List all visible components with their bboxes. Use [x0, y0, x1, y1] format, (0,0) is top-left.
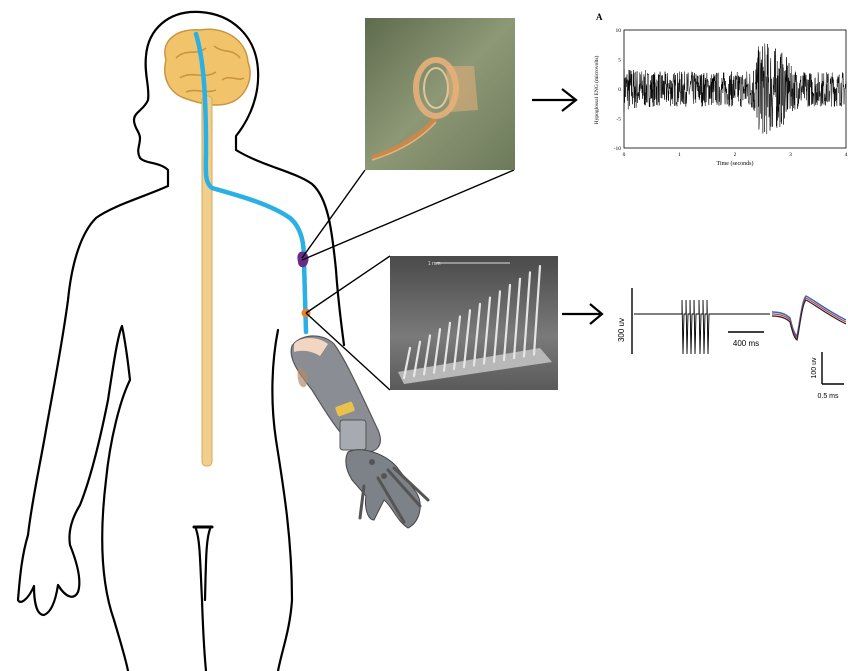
spike-train-horizontal-scale-label: 400 ms	[733, 339, 759, 348]
spike-train-vertical-scale-label: 300 uv	[617, 318, 626, 342]
eng-y-tick-label: -10	[614, 146, 622, 152]
eng-y-tick-label: 10	[616, 28, 622, 34]
human-body-outline	[18, 12, 344, 671]
arrow-right-icon	[562, 304, 602, 324]
eng-x-tick-label: 1	[678, 152, 681, 158]
eng-y-tick-label: 0	[618, 87, 621, 93]
waveform-horizontal-scale-label: 0.5 ms	[817, 393, 839, 400]
eng-x-tick-label: 4	[845, 152, 848, 158]
eng-y-tick-label: -5	[616, 117, 621, 123]
eng-recording-chart: A Hypoglossal ENG (microvolts) Time (sec…	[593, 12, 848, 167]
waveform-vertical-scale-label: 100 uv	[811, 357, 818, 379]
eng-x-tick-label: 0	[623, 152, 626, 158]
arrow-right-icon	[532, 89, 576, 111]
panel-a-label: A	[596, 12, 603, 22]
eng-y-axis-label: Hypoglossal ENG (microvolts)	[593, 55, 600, 124]
array-scale-label: 1 mm	[428, 261, 441, 267]
microelectrode-array-photo: 1 mm	[390, 256, 558, 390]
brain-icon	[165, 29, 250, 105]
spike-waveform-overlay: 100 uv 0.5 ms	[772, 296, 846, 400]
spike-train-recording: 300 uv 400 ms	[617, 288, 770, 354]
eng-x-tick-label: 3	[789, 152, 792, 158]
eng-x-axis-label: Time (seconds)	[717, 160, 754, 167]
eng-x-tick-label: 2	[734, 152, 737, 158]
eng-signal-trace	[624, 44, 846, 135]
cuff-electrode-photo	[365, 18, 515, 170]
eng-y-tick-label: 5	[618, 58, 621, 64]
